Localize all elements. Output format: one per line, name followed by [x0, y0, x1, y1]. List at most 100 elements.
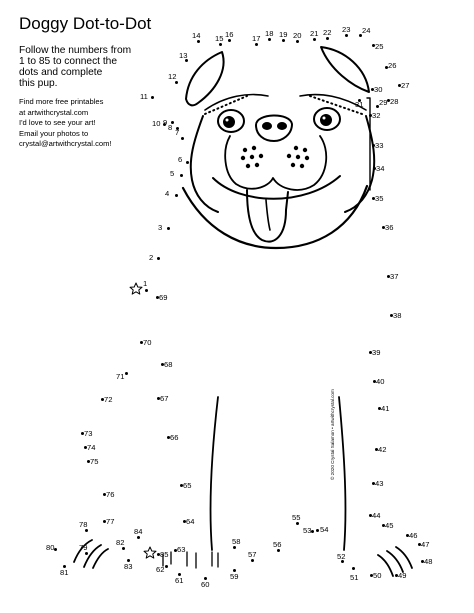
dot-point: [386, 274, 390, 278]
dot-point: [295, 521, 299, 525]
dot-number: 31: [355, 100, 364, 109]
copyright-text: © 2020 Crystal Salamon • artwithcrystal.…: [330, 389, 335, 480]
dot-point: [368, 350, 372, 354]
dot-number: 1: [143, 279, 148, 288]
dot-number: 14: [192, 31, 201, 40]
dot-number: 59: [230, 572, 239, 581]
dot-point: [381, 225, 385, 229]
face-outline: [189, 115, 376, 213]
dot-number: 48: [424, 557, 433, 566]
dot-point: [405, 533, 409, 537]
dot-number: 41: [381, 404, 390, 413]
dot-number: 70: [143, 338, 152, 347]
dot-number: 84: [134, 527, 143, 536]
instructions: Follow the numbers from 1 to 85 to conne…: [19, 45, 144, 89]
dot-point: [53, 547, 57, 551]
dot-point: [368, 513, 372, 517]
dot-point: [174, 80, 178, 84]
dot-point: [357, 98, 361, 102]
dot-number: 17: [252, 34, 261, 43]
dot-point: [150, 95, 154, 99]
dot-point: [295, 39, 299, 43]
dot-point: [374, 447, 378, 451]
dot-point: [325, 36, 329, 40]
dot-point: [144, 288, 148, 292]
mouth: [212, 175, 341, 200]
note-line: crystal@artwithcrystal.com!: [19, 139, 112, 148]
dot-point: [86, 459, 90, 463]
dot-number: 16: [225, 30, 234, 39]
dot-point: [80, 431, 84, 435]
instruction-line: 1 to 85 to connect the: [19, 56, 117, 67]
dot-number: 6: [178, 155, 183, 164]
dot-point: [156, 256, 160, 260]
dot-point: [394, 573, 398, 577]
dot-number: 8: [168, 123, 173, 132]
dot-point: [100, 397, 104, 401]
dot-number: 13: [179, 51, 188, 60]
dot-number: 40: [376, 377, 385, 386]
dot-point: [417, 542, 421, 546]
dot-number: 5: [170, 169, 175, 178]
dot-point: [166, 226, 170, 230]
dot-point: [180, 136, 184, 140]
dot-number: 80: [46, 543, 55, 552]
dot-point: [351, 566, 355, 570]
dot-number: 3: [158, 223, 163, 232]
dot-point: [177, 572, 181, 576]
instruction-line: dots and complete: [19, 67, 103, 78]
dot-point: [254, 42, 258, 46]
dot-point: [126, 558, 130, 562]
dot-number: 39: [372, 348, 381, 357]
dot-point: [371, 43, 375, 47]
collar: [181, 184, 369, 250]
dot-number: 79: [79, 543, 88, 552]
dot-number: 55: [292, 513, 301, 522]
dot-point: [184, 58, 188, 62]
dot-point: [371, 143, 375, 147]
dot-number: 30: [374, 85, 383, 94]
whisker-dots-right: [286, 145, 310, 169]
dot-point: [162, 122, 166, 126]
dot-number: 38: [393, 311, 402, 320]
brow-dots-left: [204, 95, 248, 115]
dot-point: [170, 120, 174, 124]
dot-number: 78: [79, 520, 88, 529]
dot-number: 24: [362, 26, 371, 35]
dot-number: 66: [170, 433, 179, 442]
dot-point: [102, 492, 106, 496]
dot-point: [397, 83, 401, 87]
instruction-line: Follow the numbers from: [19, 45, 132, 56]
dot-point: [369, 573, 373, 577]
dot-point: [358, 33, 362, 37]
left-eye: [217, 109, 245, 133]
dot-number: 85: [160, 550, 169, 559]
dot-point: [420, 559, 424, 563]
dot-point: [62, 564, 66, 568]
dot-point: [156, 396, 160, 400]
dot-point: [250, 558, 254, 562]
muzzle: [224, 135, 328, 191]
dot-number: 62: [156, 565, 165, 574]
dot-number: 12: [168, 72, 177, 81]
brow-dots-right: [309, 95, 363, 115]
dot-point: [276, 548, 280, 552]
dot-number: 35: [375, 194, 384, 203]
dot-number: 83: [124, 562, 133, 571]
tongue: [246, 189, 289, 243]
dot-number: 53: [303, 526, 312, 535]
dot-point: [344, 33, 348, 37]
dot-point: [84, 528, 88, 532]
dot-point: [179, 173, 183, 177]
dot-number: 49: [398, 571, 407, 580]
dot-point: [139, 340, 143, 344]
dot-point: [371, 481, 375, 485]
dot-point: [121, 546, 125, 550]
dot-point: [281, 38, 285, 42]
dot-number: 20: [293, 31, 302, 40]
dot-number: 33: [375, 141, 384, 150]
dot-number: 54: [320, 525, 329, 534]
dot-point: [203, 576, 207, 580]
dot-number: 19: [279, 30, 288, 39]
